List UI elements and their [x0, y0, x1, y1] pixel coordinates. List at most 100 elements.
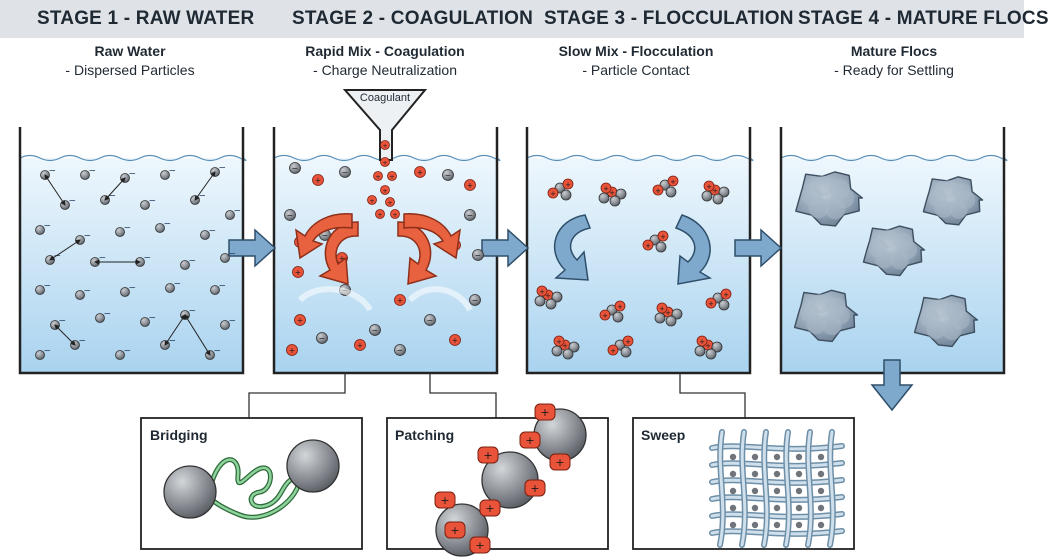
svg-text:+: + [485, 502, 494, 515]
svg-text:−: − [129, 170, 137, 180]
svg-text:+: + [382, 188, 387, 195]
svg-text:+: + [723, 291, 729, 299]
svg-text:−: − [84, 287, 92, 297]
svg-text:+: + [609, 189, 615, 197]
svg-text:−: − [229, 317, 237, 327]
svg-text:−: − [209, 227, 217, 237]
svg-text:−: − [342, 168, 348, 177]
svg-text:+: + [705, 342, 711, 350]
svg-text:−: − [49, 167, 57, 177]
coagulant-label: Coagulant [360, 92, 410, 104]
stage-3-aggregates: ++++++++++++++++++++++++ [534, 175, 732, 360]
stage-4-flocs [793, 171, 984, 348]
coagulant-funnel: Coagulant [342, 89, 428, 161]
svg-text:−: − [219, 164, 227, 174]
flow-arrow-2 [481, 228, 530, 268]
svg-text:+: + [382, 160, 387, 167]
process-diagram: Coagulant +++++++++ −−−−−−−−−−−−−−−−−−−−… [18, 89, 1008, 557]
svg-text:+: + [540, 406, 549, 419]
svg-text:+: + [315, 176, 321, 185]
svg-text:−: − [472, 296, 478, 305]
svg-text:−: − [59, 317, 67, 327]
stage-1-title: STAGE 1 - RAW WATER [37, 8, 255, 29]
stage-2-subtitle: Rapid Mix - Coagulation [305, 43, 465, 59]
svg-text:+: + [392, 212, 397, 219]
svg-text:−: − [109, 192, 117, 202]
svg-text:+: + [712, 187, 718, 195]
svg-text:+: + [562, 342, 568, 350]
svg-text:+: + [375, 174, 380, 181]
svg-text:+: + [617, 303, 623, 311]
svg-text:−: − [214, 347, 222, 357]
flow-arrow-1 [228, 228, 277, 268]
stage-1-particles: −−−−−−−−−−−−−−−−−−−−−−−−−−−−−−−−−−− [35, 164, 241, 360]
stage-3-subtitle: Slow Mix - Flocculation [558, 43, 714, 59]
svg-text:+: + [382, 143, 387, 150]
svg-text:+: + [539, 288, 545, 296]
svg-text:+: + [369, 198, 374, 205]
svg-text:+: + [555, 456, 564, 469]
svg-text:−: − [89, 167, 97, 177]
stage-2-title: STAGE 2 - COAGULATION [292, 8, 533, 29]
svg-text:−: − [79, 337, 87, 347]
svg-text:+: + [660, 233, 666, 241]
svg-text:−: − [319, 334, 325, 343]
svg-text:+: + [417, 168, 423, 177]
stage-4-title: STAGE 4 - MATURE FLOCS [798, 8, 1049, 29]
svg-text:−: − [292, 164, 298, 173]
mechanism-connectors [248, 373, 746, 418]
svg-text:−: − [129, 284, 137, 294]
coagulant-drops: +++++++++ [367, 140, 400, 219]
svg-text:+: + [525, 434, 534, 447]
svg-text:+: + [377, 212, 382, 219]
svg-text:−: − [397, 346, 403, 355]
stage-2-description: - Charge Neutralization [313, 62, 457, 78]
svg-text:−: − [372, 326, 378, 335]
svg-text:−: − [149, 314, 157, 324]
svg-text:−: − [229, 250, 237, 260]
svg-text:+: + [625, 338, 631, 346]
svg-text:+: + [550, 190, 556, 198]
svg-text:+: + [708, 300, 714, 308]
svg-text:−: − [287, 211, 293, 220]
svg-text:+: + [659, 305, 665, 313]
svg-text:−: − [84, 232, 92, 242]
svg-text:−: − [99, 254, 107, 264]
svg-text:−: − [124, 224, 132, 234]
svg-text:+: + [389, 174, 394, 181]
svg-text:−: − [189, 307, 197, 317]
svg-text:−: − [169, 167, 177, 177]
stage-4-subtitle: Mature Flocs [850, 43, 938, 59]
svg-text:−: − [44, 347, 52, 357]
svg-text:−: − [475, 251, 481, 260]
svg-text:−: − [219, 282, 227, 292]
svg-text:−: − [144, 254, 152, 264]
svg-text:+: + [699, 338, 705, 346]
stage-4-description: - Ready for Settling [834, 62, 954, 78]
tank-1 [18, 127, 247, 375]
stage-1-description: - Dispersed Particles [65, 62, 195, 78]
svg-text:−: − [44, 222, 52, 232]
svg-text:+: + [645, 242, 651, 250]
patching-panel: Patching +++++++++ [386, 403, 609, 557]
svg-text:+: + [297, 316, 303, 325]
svg-text:+: + [603, 185, 609, 193]
svg-text:+: + [295, 268, 301, 277]
svg-text:+: + [467, 181, 473, 190]
sweep-panel: Sweep [632, 417, 855, 550]
svg-text:+: + [530, 482, 539, 495]
svg-text:+: + [483, 449, 492, 462]
flow-arrow-3 [734, 228, 783, 268]
svg-text:+: + [357, 341, 363, 350]
svg-text:−: − [149, 197, 157, 207]
svg-text:−: − [445, 171, 451, 180]
slow-mix-arrows [554, 214, 713, 285]
svg-text:+: + [440, 494, 449, 507]
header-bar [0, 0, 1024, 38]
svg-text:+: + [556, 338, 562, 346]
svg-text:+: + [610, 347, 616, 355]
svg-text:+: + [452, 336, 458, 345]
svg-text:−: − [104, 310, 112, 320]
svg-text:+: + [565, 181, 571, 189]
svg-text:−: − [44, 282, 52, 292]
